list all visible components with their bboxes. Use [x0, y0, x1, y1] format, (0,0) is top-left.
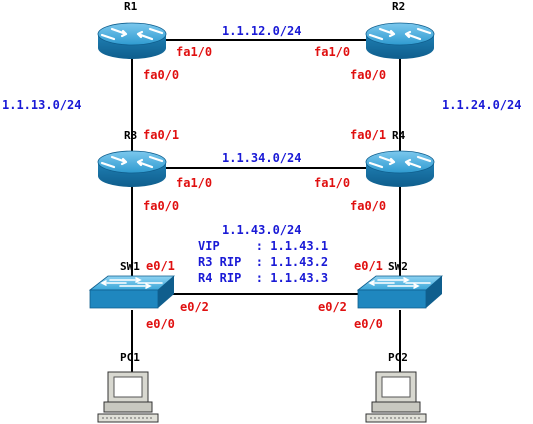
links	[131, 39, 401, 372]
router-r1[interactable]	[97, 22, 167, 59]
interface-sw2-e0-2: e0/2	[318, 300, 347, 314]
device-label-pc1: PC1	[120, 351, 140, 364]
interface-r3-fa1-0: fa1/0	[176, 176, 212, 190]
device-label-r4: R4	[392, 129, 406, 142]
router-arrows-icon	[100, 27, 164, 41]
network-label-r1-r3: 1.1.13.0/24	[2, 98, 81, 112]
interface-sw2-e0-0: e0/0	[354, 317, 383, 331]
interface-r2-fa1-0: fa1/0	[314, 45, 350, 59]
interface-r2-fa0-0: fa0/0	[350, 68, 386, 82]
switch-arrows-icon	[100, 277, 163, 289]
router-r2[interactable]	[365, 22, 435, 59]
router-arrows-icon	[368, 155, 432, 169]
network-label-r1-r2: 1.1.12.0/24	[222, 24, 301, 38]
network-label-lan: 1.1.43.0/24	[222, 223, 301, 237]
switch-arrows-icon	[368, 277, 431, 289]
device-label-pc2: PC2	[388, 351, 408, 364]
network-label-r2-r4: 1.1.24.0/24	[442, 98, 521, 112]
device-label-r1: R1	[124, 0, 138, 13]
interface-r3-fa0-1: fa0/1	[143, 128, 179, 142]
network-label-r3-r4: 1.1.34.0/24	[222, 151, 301, 165]
interface-r4-fa0-1: fa0/1	[350, 128, 386, 142]
interface-r1-fa0-0: fa0/0	[143, 68, 179, 82]
pc-pc2[interactable]	[365, 371, 427, 423]
device-label-r2: R2	[392, 0, 405, 13]
interface-sw1-e0-2: e0/2	[180, 300, 209, 314]
device-label-r3: R3	[124, 129, 137, 142]
device-label-sw1: SW1	[120, 260, 140, 273]
lan-r3-rip: R3 RIP : 1.1.43.2	[198, 255, 328, 269]
interface-sw1-e0-1: e0/1	[146, 259, 175, 273]
lan-vip: VIP : 1.1.43.1	[198, 239, 328, 253]
pc-pc1[interactable]	[97, 371, 159, 423]
router-arrows-icon	[100, 155, 164, 169]
router-r3[interactable]	[97, 150, 167, 187]
interface-r4-fa0-0: fa0/0	[350, 199, 386, 213]
lan-r4-rip: R4 RIP : 1.1.43.3	[198, 271, 328, 285]
router-arrows-icon	[368, 27, 432, 41]
interface-sw1-e0-0: e0/0	[146, 317, 175, 331]
switch-sw2[interactable]	[356, 275, 444, 309]
interface-r1-fa1-0: fa1/0	[176, 45, 212, 59]
device-label-sw2: SW2	[388, 260, 408, 273]
interface-r3-fa0-0: fa0/0	[143, 199, 179, 213]
interface-r4-fa1-0: fa1/0	[314, 176, 350, 190]
interface-sw2-e0-1: e0/1	[354, 259, 383, 273]
switch-sw1[interactable]	[88, 275, 176, 309]
router-r4[interactable]	[365, 150, 435, 187]
